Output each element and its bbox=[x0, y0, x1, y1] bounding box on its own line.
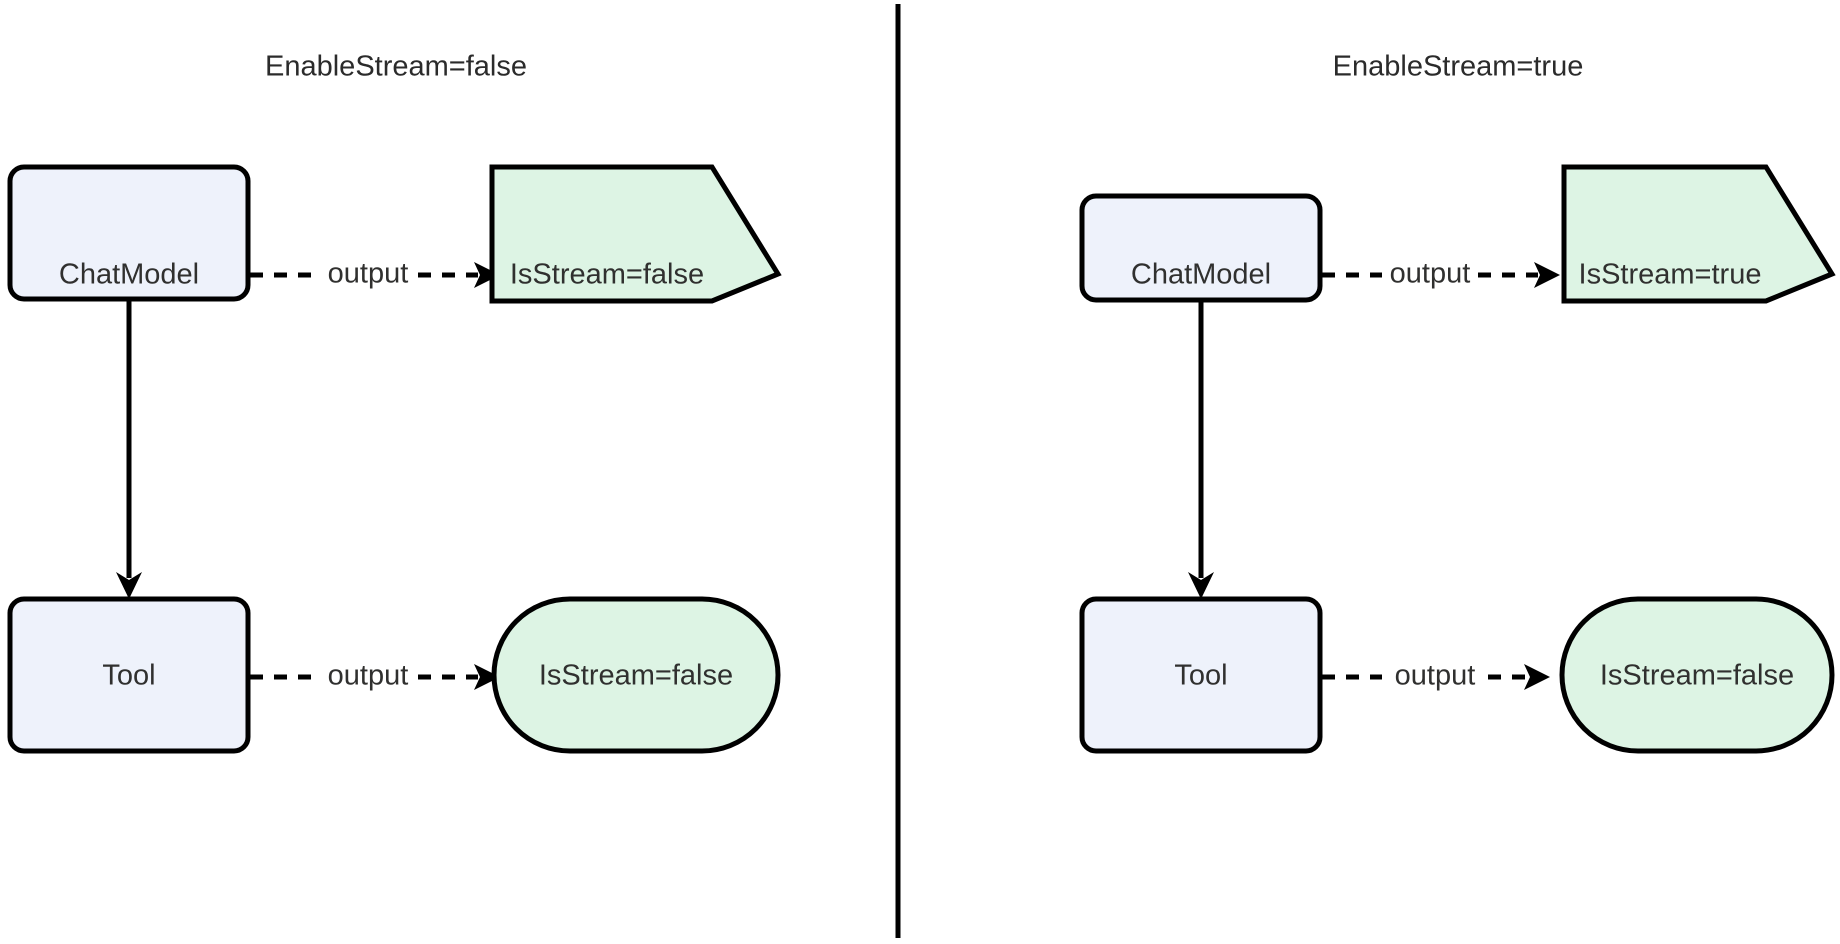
edge-right-chat-output: output bbox=[1322, 258, 1560, 290]
node-left-tool-result-shape[interactable] bbox=[491, 596, 781, 754]
edge-right-chat-output-label: output bbox=[1390, 258, 1471, 290]
node-left-chatmodel-label: ChatModel bbox=[59, 259, 199, 291]
node-left-chat-result[interactable]: IsStream=false bbox=[489, 164, 782, 304]
node-left-chatmodel[interactable]: ChatModel bbox=[7, 164, 251, 302]
node-left-tool-result-label: IsStream=false bbox=[539, 660, 733, 692]
node-right-tool-result-label: IsStream=false bbox=[1600, 660, 1794, 692]
node-right-chatmodel-shape[interactable] bbox=[1079, 193, 1323, 303]
node-right-tool[interactable]: Tool bbox=[1079, 596, 1323, 754]
edge-left-chat-output-label: output bbox=[328, 258, 409, 290]
edge-left-chat-tool bbox=[116, 300, 142, 599]
panel-right-title: EnableStream=true bbox=[1333, 51, 1584, 83]
node-left-chat-result-label: IsStream=false bbox=[510, 259, 704, 291]
panel-left-title: EnableStream=false bbox=[265, 51, 527, 83]
node-right-chatmodel-label: ChatModel bbox=[1131, 259, 1271, 291]
edge-left-tool-output: output bbox=[250, 660, 500, 692]
node-left-chat-result-shape[interactable] bbox=[489, 164, 782, 304]
panel-right: EnableStream=true ChatModel output IsStr… bbox=[1079, 51, 1836, 754]
node-right-tool-result[interactable]: IsStream=false bbox=[1559, 596, 1835, 754]
node-left-chatmodel-shape[interactable] bbox=[7, 164, 251, 302]
edge-right-tool-output: output bbox=[1322, 660, 1550, 692]
node-right-tool-shape[interactable] bbox=[1079, 596, 1323, 754]
edge-right-chat-tool bbox=[1188, 301, 1214, 599]
edge-left-chat-tool-arrowhead bbox=[116, 572, 142, 599]
panel-left: EnableStream=false ChatModel output IsSt… bbox=[7, 51, 782, 754]
node-left-tool-shape[interactable] bbox=[7, 596, 251, 754]
node-right-chatmodel[interactable]: ChatModel bbox=[1079, 193, 1323, 303]
edge-left-tool-output-arrowhead bbox=[474, 664, 500, 690]
node-left-tool[interactable]: Tool bbox=[7, 596, 251, 754]
edge-left-chat-output: output bbox=[250, 258, 500, 290]
node-right-chat-result-label: IsStream=true bbox=[1579, 259, 1762, 291]
edge-left-tool-output-label: output bbox=[328, 660, 409, 692]
edge-left-chat-output-arrowhead bbox=[474, 262, 500, 288]
edge-right-chat-tool-arrowhead bbox=[1188, 572, 1214, 599]
node-left-tool-label: Tool bbox=[102, 660, 155, 692]
edge-right-tool-output-label: output bbox=[1395, 660, 1476, 692]
node-right-chat-result-shape[interactable] bbox=[1561, 164, 1836, 304]
node-right-tool-label: Tool bbox=[1174, 660, 1227, 692]
node-right-tool-result-shape[interactable] bbox=[1559, 596, 1835, 754]
edge-right-tool-output-arrowhead bbox=[1524, 664, 1550, 690]
node-right-chat-result[interactable]: IsStream=true bbox=[1561, 164, 1836, 304]
node-left-tool-result[interactable]: IsStream=false bbox=[491, 596, 781, 754]
edge-right-chat-output-arrowhead bbox=[1534, 262, 1560, 288]
